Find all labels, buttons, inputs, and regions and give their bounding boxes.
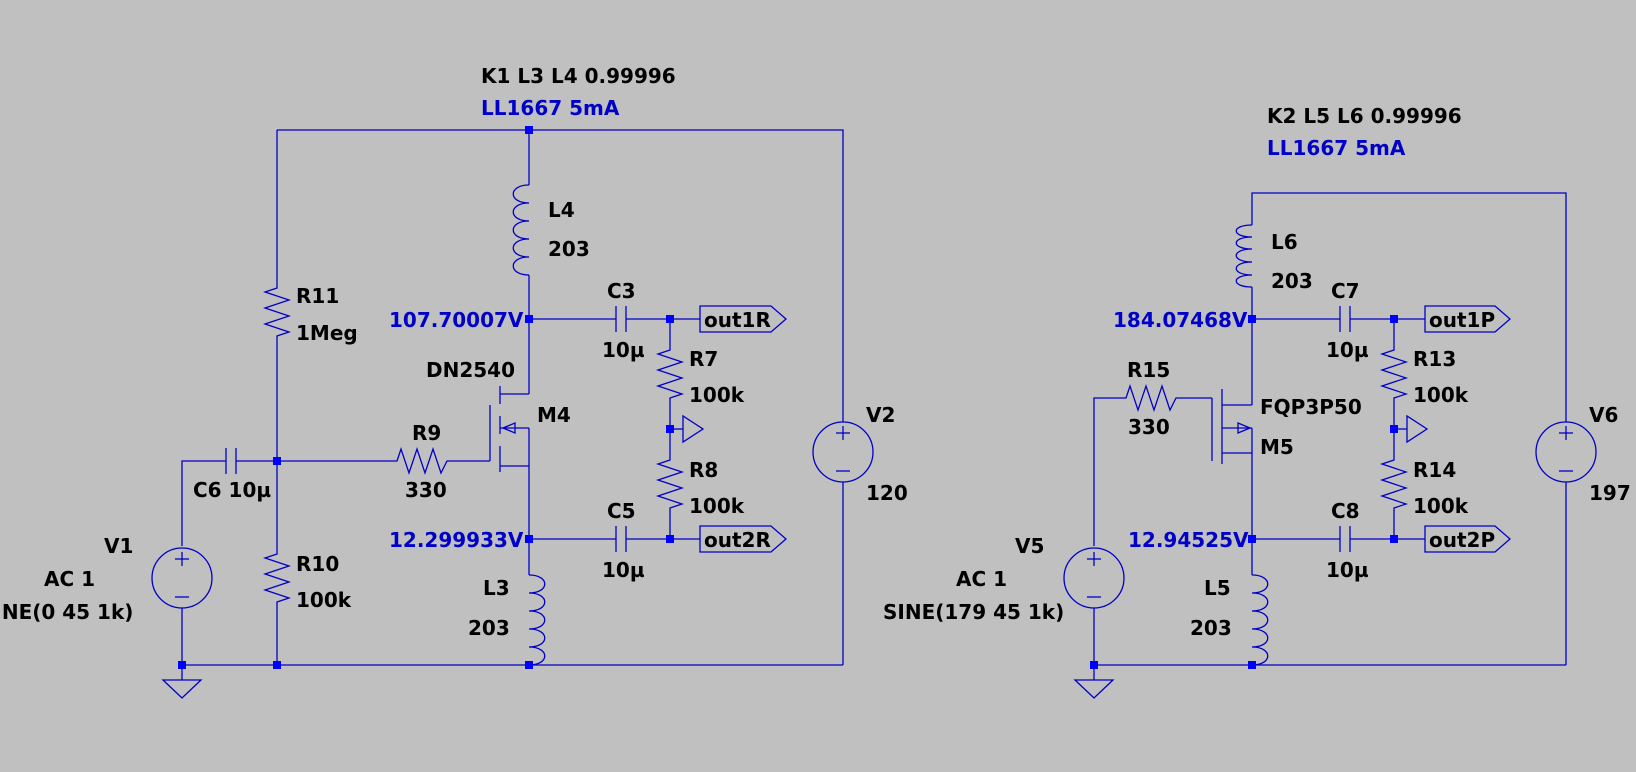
comment-right: LL1667 5mA	[1267, 136, 1406, 160]
left-circuit: out1R out2R K1 L3 L4 0.99996 LL1667 5mA …	[0, 64, 908, 699]
c5-value: 10µ	[602, 558, 645, 582]
l4-name: L4	[548, 198, 575, 222]
svg-text:out1R: out1R	[704, 308, 771, 332]
node-voltage-right-top: 184.07468V	[1113, 308, 1248, 332]
net-label-out1r[interactable]: out1R	[699, 305, 787, 333]
resistor-r11[interactable]	[262, 280, 292, 344]
voltage-source-v1[interactable]	[151, 547, 213, 609]
v1-name: V1	[104, 534, 133, 558]
r9-value: 330	[405, 478, 447, 502]
ground-symbol-left[interactable]	[161, 679, 203, 699]
resistor-r14[interactable]	[1379, 452, 1409, 516]
r9-name: R9	[412, 421, 441, 445]
comment-left: LL1667 5mA	[481, 96, 620, 120]
left-junctions	[178, 126, 674, 669]
mosfet-m4-symbol[interactable]	[489, 386, 530, 472]
r15-name: R15	[1127, 358, 1170, 382]
c3-value: 10µ	[602, 338, 645, 362]
v6-value: 197	[1589, 481, 1631, 505]
node-voltage-left-bottom: 12.299933V	[389, 528, 524, 552]
capacitor-c5[interactable]	[615, 526, 627, 552]
inductor-l3[interactable]	[528, 574, 546, 666]
svg-text:out2R: out2R	[704, 528, 771, 552]
spice-directive-k2: K2 L5 L6 0.99996	[1267, 104, 1462, 128]
r13-name: R13	[1413, 347, 1456, 371]
c3-name: C3	[607, 279, 636, 303]
v6-name: V6	[1589, 403, 1618, 427]
c7-name: C7	[1331, 279, 1360, 303]
l5-name: L5	[1204, 576, 1231, 600]
c7-value: 10µ	[1326, 338, 1369, 362]
r14-value: 100k	[1413, 494, 1469, 518]
resistor-r15[interactable]	[1118, 383, 1184, 413]
l3-name: L3	[483, 576, 510, 600]
net-label-out1p[interactable]: out1P	[1424, 305, 1511, 333]
right-wires	[1093, 192, 1567, 680]
m5-model: FQP3P50	[1260, 395, 1362, 419]
v5-name: V5	[1015, 534, 1044, 558]
capacitor-c7[interactable]	[1339, 306, 1351, 332]
voltage-source-v6[interactable]	[1535, 421, 1597, 483]
v5-ac: AC 1	[956, 567, 1007, 591]
r14-name: R14	[1413, 458, 1456, 482]
c5-name: C5	[607, 499, 636, 523]
ground-symbol-right[interactable]	[1073, 679, 1115, 699]
resistor-r7[interactable]	[655, 342, 685, 406]
r11-value: 1Meg	[296, 321, 358, 345]
l6-name: L6	[1271, 230, 1298, 254]
r11-name: R11	[296, 284, 339, 308]
l4-value: 203	[548, 237, 590, 261]
v2-name: V2	[866, 403, 895, 427]
node-voltage-left-top: 107.70007V	[389, 308, 524, 332]
r7-name: R7	[689, 347, 718, 371]
inductor-l6[interactable]	[1235, 224, 1253, 288]
r8-name: R8	[689, 458, 718, 482]
r13-value: 100k	[1413, 383, 1469, 407]
l5-value: 203	[1190, 616, 1232, 640]
c8-name: C8	[1331, 499, 1360, 523]
mosfet-m5-symbol[interactable]	[1221, 389, 1253, 464]
right-junctions	[1090, 315, 1398, 669]
v2-value: 120	[866, 481, 908, 505]
m4-name: M4	[537, 403, 571, 427]
r10-value: 100k	[296, 588, 352, 612]
r10-name: R10	[296, 552, 339, 576]
l6-value: 203	[1271, 269, 1313, 293]
resistor-r13[interactable]	[1379, 342, 1409, 406]
v1-sine: SINE(0 45 1k)	[0, 600, 133, 624]
capacitor-c3[interactable]	[615, 306, 627, 332]
resistor-r8[interactable]	[655, 452, 685, 516]
net-label-out2p[interactable]: out2P	[1424, 525, 1511, 553]
svg-text:out2P: out2P	[1429, 528, 1495, 552]
capacitor-c6[interactable]	[225, 448, 237, 474]
inductor-l4[interactable]	[512, 184, 530, 276]
v1-ac: AC 1	[44, 567, 95, 591]
svg-text:out1P: out1P	[1429, 308, 1495, 332]
c6-label: C6 10µ	[193, 478, 271, 502]
resistor-r9[interactable]	[389, 446, 455, 476]
r8-value: 100k	[689, 494, 745, 518]
l3-value: 203	[468, 616, 510, 640]
r7-value: 100k	[689, 383, 745, 407]
spice-directive-k1: K1 L3 L4 0.99996	[481, 64, 676, 88]
voltage-source-v5[interactable]	[1063, 547, 1125, 609]
m5-name: M5	[1260, 435, 1294, 459]
r15-value: 330	[1128, 415, 1170, 439]
net-label-out2r[interactable]: out2R	[699, 525, 787, 553]
node-voltage-right-bottom: 12.94525V	[1128, 528, 1249, 552]
right-circuit: out1P out2P K2 L5 L6 0.99996 LL1667 5mA …	[883, 104, 1631, 699]
capacitor-c8[interactable]	[1339, 526, 1351, 552]
v5-sine: SINE(179 45 1k)	[883, 600, 1064, 624]
voltage-source-v2[interactable]	[812, 421, 874, 483]
ground-symbol-r7r8[interactable]	[682, 414, 705, 444]
left-wires	[181, 129, 844, 680]
resistor-r10[interactable]	[262, 546, 292, 610]
m4-model: DN2540	[426, 358, 515, 382]
ground-symbol-r13r14[interactable]	[1406, 414, 1429, 444]
inductor-l5[interactable]	[1251, 574, 1269, 666]
c8-value: 10µ	[1326, 558, 1369, 582]
